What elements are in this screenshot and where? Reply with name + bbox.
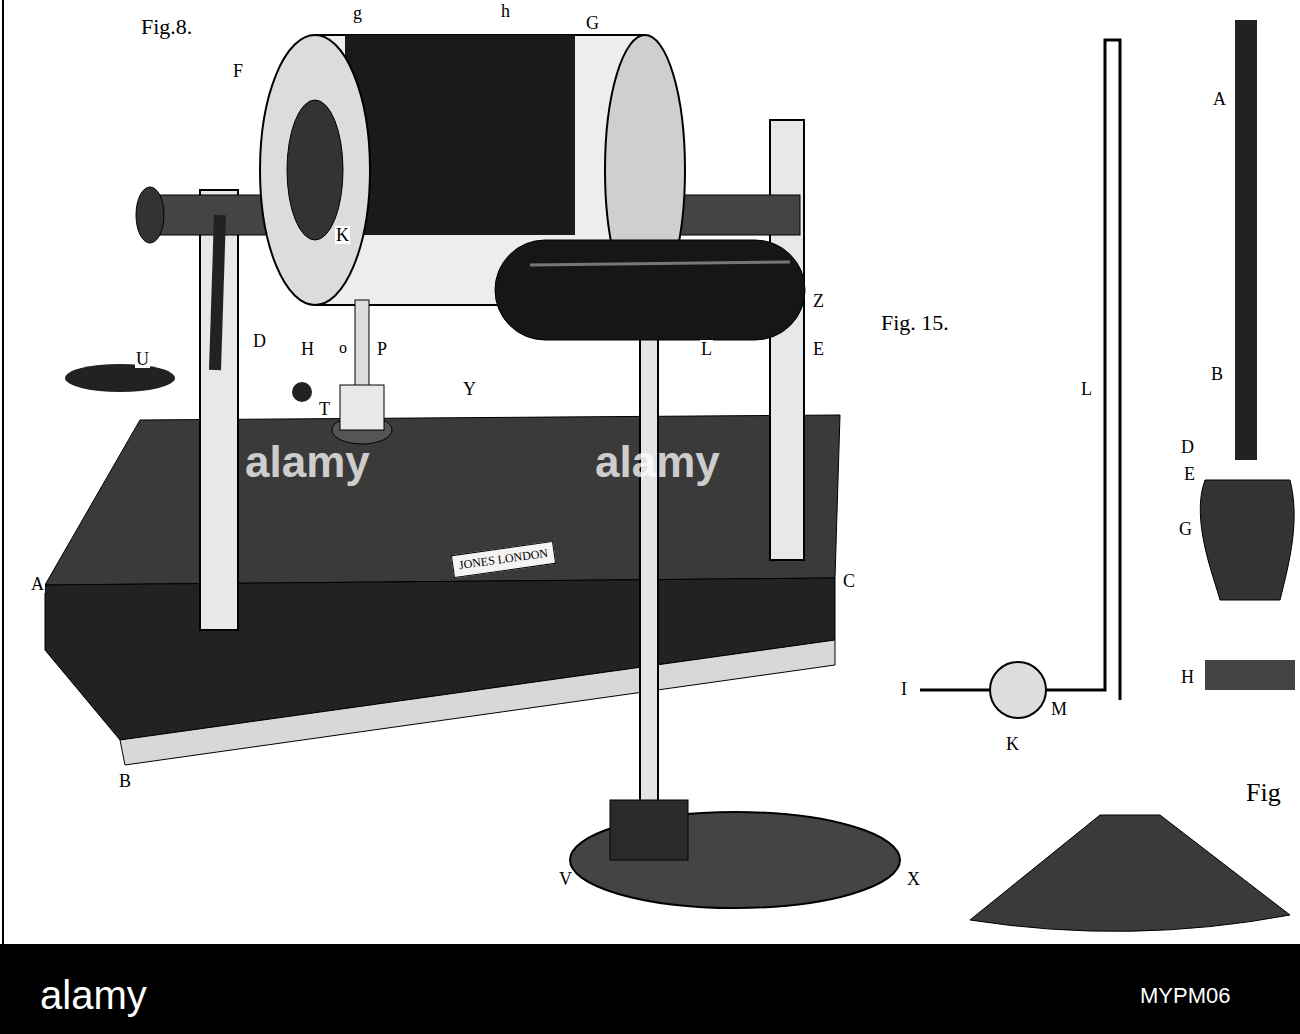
part-letter: L [1080, 380, 1093, 398]
cone [970, 815, 1290, 931]
vessel [1200, 480, 1294, 600]
conductor-pillar [640, 330, 658, 820]
part-letter: A [1212, 90, 1227, 108]
watermark: alamy [595, 440, 720, 484]
part-letter: K [1005, 735, 1020, 753]
part-letter: K [335, 226, 350, 244]
stand-socket [610, 800, 688, 860]
base-edge [120, 640, 835, 765]
part-letter: A [30, 575, 45, 593]
figure-title: Fig.8. [140, 16, 193, 38]
pillar-right [770, 120, 804, 560]
part-letter: B [1210, 365, 1224, 383]
figure-title: Fig [1245, 780, 1282, 806]
part-letter: h [500, 2, 511, 20]
cylinder-shading [345, 35, 575, 235]
pillar-socket [340, 385, 384, 430]
crank-handle [65, 364, 175, 392]
part-letter: E [812, 340, 825, 358]
watermark-band [0, 944, 1300, 1034]
part-letter: o [338, 340, 348, 356]
prime-conductor [495, 240, 805, 340]
conductor-highlight [530, 262, 790, 265]
part-letter: g [352, 4, 363, 22]
stock-id: MYPM06 [1140, 985, 1230, 1007]
part-letter: B [118, 772, 132, 790]
part-letter: H [300, 340, 315, 358]
screw [292, 382, 312, 402]
part-letter: Y [462, 380, 477, 398]
glass-ball [990, 662, 1046, 718]
rubber-pillar [355, 300, 369, 390]
axle-knob [136, 187, 164, 243]
rod [1235, 20, 1257, 460]
watermark: alamy [40, 975, 147, 1015]
crank-arm [215, 215, 220, 370]
part-letter: G [585, 14, 600, 32]
part-letter: P [376, 340, 388, 358]
part-letter: D [1180, 438, 1195, 456]
pillar-left [200, 190, 238, 630]
figure-title: Fig. 15. [880, 312, 950, 334]
part-letter: F [232, 62, 244, 80]
watermark: alamy [245, 440, 370, 484]
part-letter: E [1183, 465, 1196, 483]
part-letter: G [1178, 520, 1193, 538]
part-letter: I [900, 680, 908, 698]
part-letter: T [318, 400, 331, 418]
part-letter: L [700, 340, 713, 358]
part-letter: M [1050, 700, 1068, 718]
part-letter: V [558, 870, 573, 888]
frame-line [2, 0, 4, 944]
part-letter: H [1180, 668, 1195, 686]
part-letter: Z [812, 292, 825, 310]
part-letter: D [252, 332, 267, 350]
part-letter: X [906, 870, 921, 888]
vessel-foot [1205, 660, 1295, 690]
cap-hub [287, 100, 343, 240]
bent-tube [920, 40, 1120, 700]
part-letter: U [135, 350, 150, 368]
cylinder-cap-left [260, 35, 370, 305]
base-top [45, 415, 840, 585]
part-letter: C [842, 572, 856, 590]
